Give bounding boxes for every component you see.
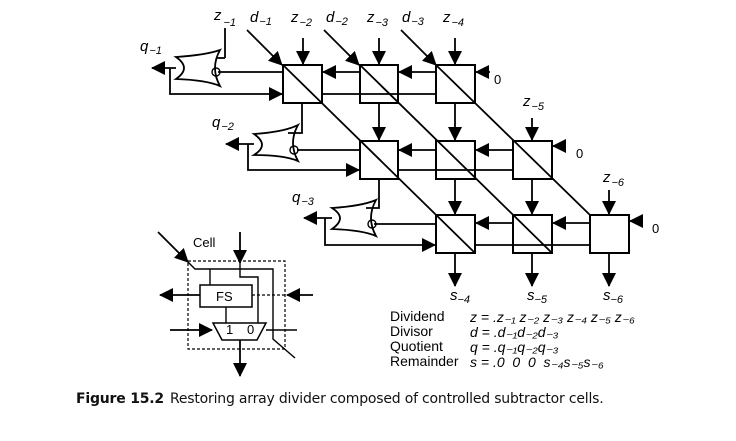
label-s-4: s−4 [450,287,470,306]
label-q-1: q−1 [140,38,162,57]
diagonal-d-1 [282,64,476,254]
legend-quotient-expr: q = .q₋₁q₋₂q₋₃ [470,339,559,355]
label-s-6: s−6 [603,287,624,306]
arrow-d-1 [246,29,283,66]
divisor-diagonals [246,29,591,254]
figure-title: Restoring array divider composed of cont… [169,391,604,407]
inversion-bubble-r1 [211,67,221,77]
wire-control-r1 [169,68,283,101]
nor-gate-r1 [173,48,223,88]
label-z-5: z−5 [522,93,545,113]
wire-r1c1-to-gate2 [288,103,303,134]
legend-dividend-expr: z = .z₋₁ z₋₂ z₋₃ z₋₄ z₋₅ z₋₆ [469,309,635,325]
cell-r3-c3 [589,214,630,254]
nor-gate-r3 [329,198,379,238]
mux-input-1-label: 1 [226,322,233,337]
label-z-4: z−4 [442,9,464,29]
label-z-6: z−6 [602,169,625,189]
label-z-3: z−3 [366,9,389,29]
legend-dividend-name: Dividend [390,308,444,324]
nor-gate-r2 [250,122,301,163]
label-borrow-r3: 0 [652,221,659,236]
notation-legend: Dividend z = .z₋₁ z₋₂ z₋₃ z₋₄ z₋₅ z₋₆ Di… [390,308,635,370]
label-borrow-r1: 0 [494,72,501,87]
cell-boundary [187,260,286,350]
inversion-bubble-r3 [367,219,377,229]
legend-remainder-name: Remainder [390,353,459,369]
legend-remainder-expr: s = .0 0 0 s₋₄s₋₅s₋₆ [470,354,604,370]
figure-number: Figure 15.2 [76,391,164,407]
cell-detail-inset: Cell FS 1 0 [157,231,313,377]
cell-label: Cell [193,235,216,250]
label-borrow-r2: 0 [576,146,583,161]
label-z-2: z−2 [290,9,312,29]
wire-cell-divisor-pass [187,261,296,359]
row-1: 0 [151,28,501,104]
wire-control-r3 [324,218,436,252]
label-q-3: q−3 [292,189,315,208]
mux [211,322,268,341]
label-z-1: z−1 [213,7,236,29]
wire-z-to-mux [239,262,259,323]
inversion-bubble-r2 [289,145,299,155]
label-q-2: q−2 [212,114,234,133]
diagonal-d-3 [435,64,591,216]
row-2: 0 [225,103,583,180]
legend-quotient-name: Quotient [390,338,443,354]
figure-caption: Figure 15.2 Restoring array divider compo… [76,391,604,407]
label-d-3: d−3 [402,9,425,28]
row-3: 0 s−4 s−5 s−6 [303,179,659,306]
arrow-d-2 [323,29,360,66]
wire-control-r2 [247,144,360,177]
label-s-5: s−5 [527,287,548,306]
diagonal-d-2 [359,64,553,254]
label-d-2: d−2 [326,9,348,28]
top-input-labels: z−1 d−1 z−2 d−2 z−3 d−3 z−4 z−5 z−6 [213,7,625,189]
label-d-1: d−1 [250,9,272,28]
legend-divisor-expr: d = .d₋₁d₋₂d₋₃ [470,324,559,340]
mux-input-0-label: 0 [247,322,254,337]
legend-divisor-name: Divisor [390,323,433,339]
cell-r2-c2 [435,140,476,180]
arrow-d-3 [400,29,437,66]
fs-label: FS [216,289,233,304]
arrow-cell-divisor-in [157,231,189,263]
wire-r2c1-to-gate3 [366,179,380,209]
